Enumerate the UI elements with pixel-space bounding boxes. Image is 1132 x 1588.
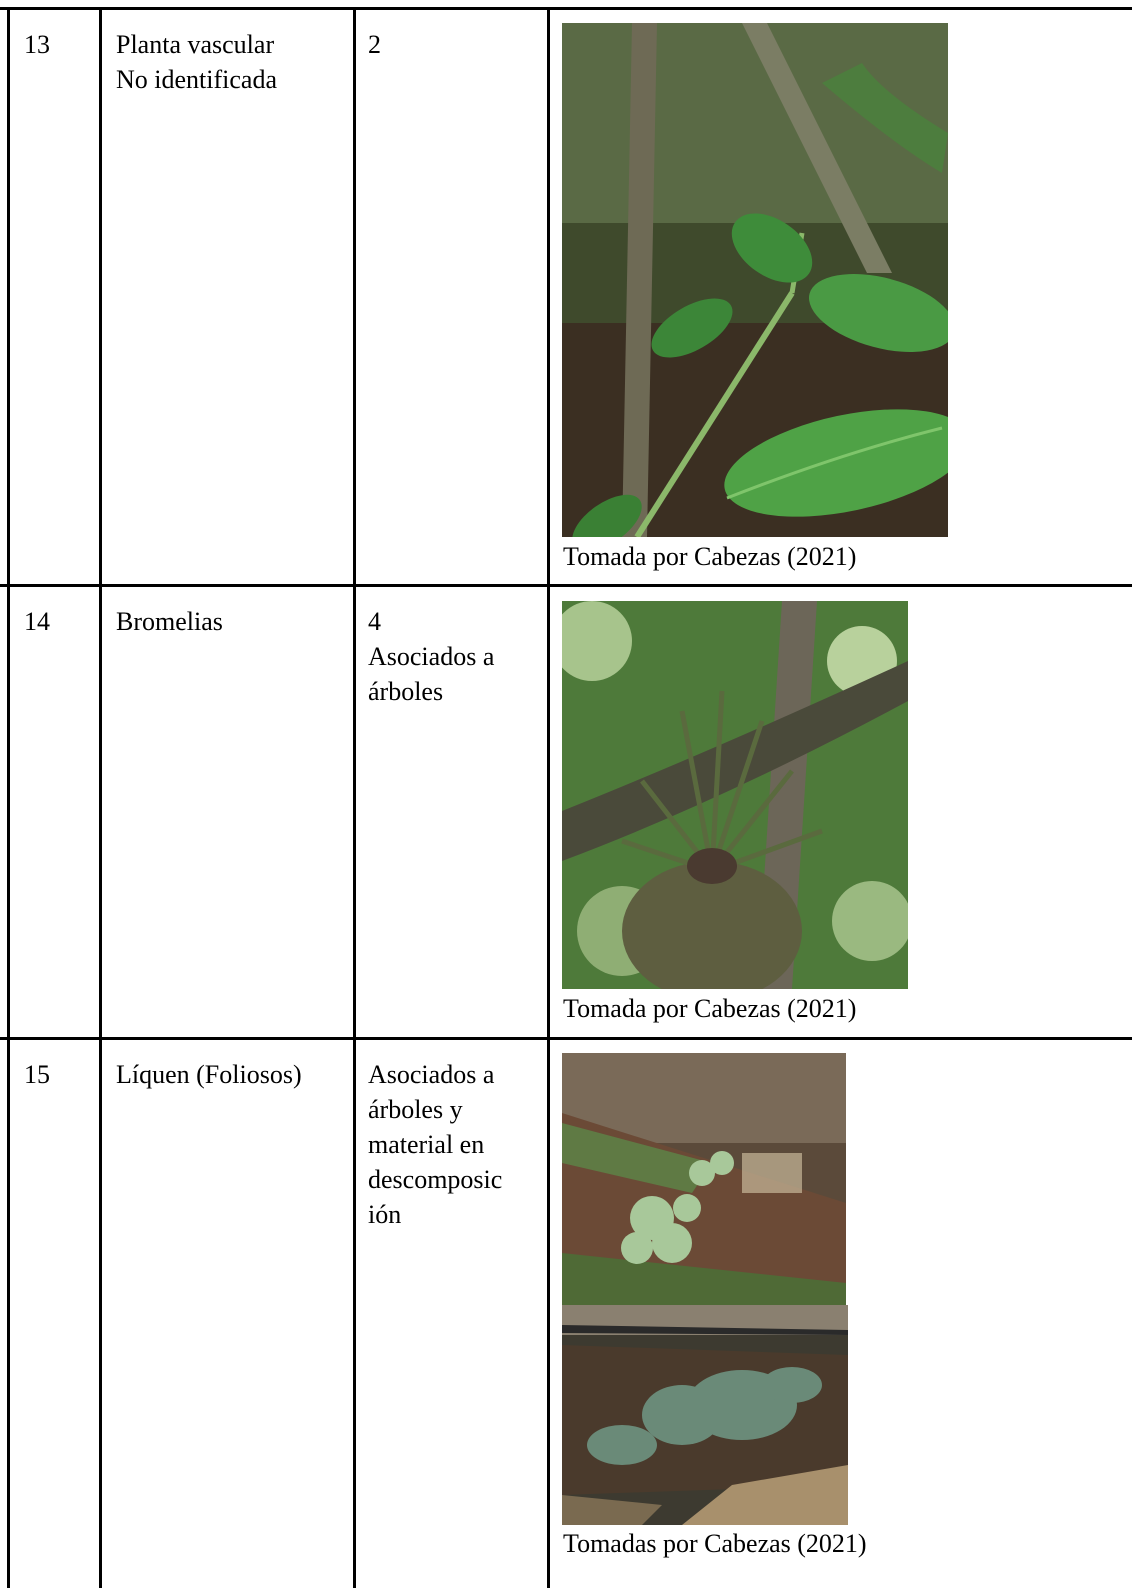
column-border-1 (99, 7, 102, 1588)
lichen-photo-top (562, 1053, 846, 1305)
count-line: descomposic (368, 1165, 503, 1194)
row-number: 15 (24, 1060, 50, 1089)
count-notes: 4 Asociados a árboles (368, 604, 494, 709)
count-notes: 2 (368, 27, 381, 62)
column-border-3 (547, 7, 550, 1588)
column-border-2 (353, 7, 356, 1588)
count-line: árboles y (368, 1095, 463, 1124)
species-name: Planta vascular No identificada (116, 27, 277, 97)
row-border-top (0, 7, 1132, 10)
count-line: ión (368, 1200, 402, 1229)
species-name-line: Líquen (Foliosos) (116, 1060, 302, 1089)
lichen-photo-bottom (562, 1305, 848, 1525)
row-number: 13 (24, 30, 50, 59)
count-line: Asociados a (368, 642, 495, 671)
photo-caption: Tomadas por Cabezas (2021) (563, 1529, 867, 1558)
row-border-13-14 (0, 584, 1132, 587)
count-line: 2 (368, 30, 381, 59)
column-border-left (7, 7, 10, 1588)
row-number: 14 (24, 607, 50, 636)
count-line: 4 (368, 607, 381, 636)
bromeliad-photo (562, 601, 908, 989)
species-name-line: Bromelias (116, 607, 223, 636)
row-border-14-15 (0, 1037, 1132, 1040)
photo-caption: Tomada por Cabezas (2021) (563, 542, 857, 571)
species-name: Líquen (Foliosos) (116, 1057, 302, 1092)
count-line: árboles (368, 677, 444, 706)
species-name-line: Planta vascular (116, 30, 275, 59)
species-name: Bromelias (116, 604, 223, 639)
vascular-plant-photo (562, 23, 948, 537)
count-line: Asociados a (368, 1060, 495, 1089)
count-line: material en (368, 1130, 485, 1159)
photo-caption: Tomada por Cabezas (2021) (563, 994, 857, 1023)
count-notes: Asociados a árboles y material en descom… (368, 1057, 502, 1232)
species-name-line: No identificada (116, 65, 277, 94)
